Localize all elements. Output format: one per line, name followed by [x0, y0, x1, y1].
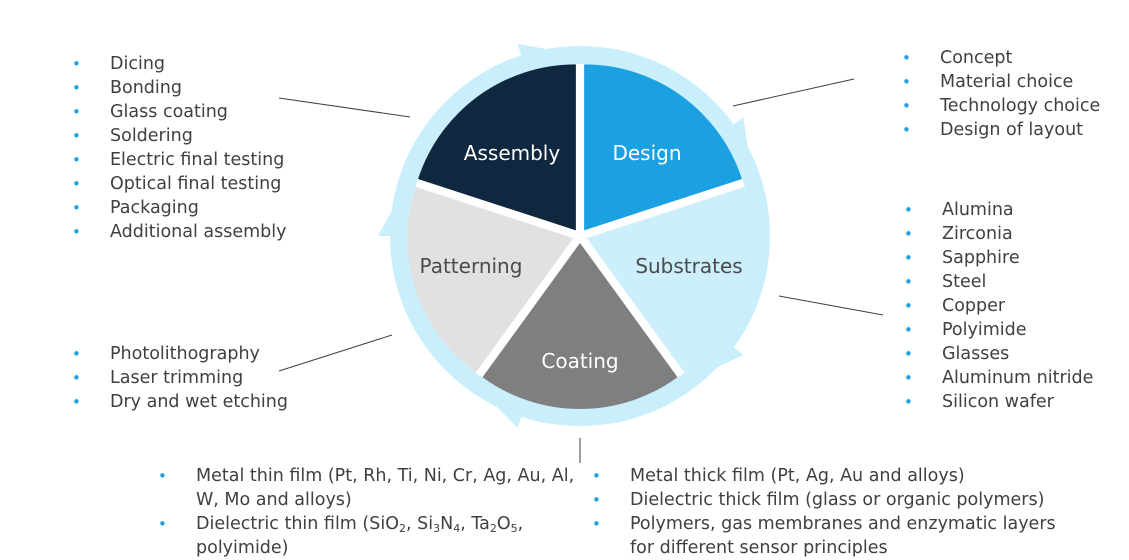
segment-assembly — [418, 64, 576, 231]
list-item: Optical final testing — [72, 172, 287, 196]
list-item: Glass coating — [72, 100, 287, 124]
connector-substrates — [778, 295, 884, 316]
cycle-arrow-head — [709, 117, 753, 181]
list-item: Glasses — [904, 342, 1093, 366]
segment-label-patterning: Patterning — [420, 254, 523, 278]
substrates-list: AluminaZirconiaSapphireSteelCopperPolyim… — [904, 198, 1093, 414]
coating-thin-film-list: Metal thin film (Pt, Rh, Ti, Ni, Cr, Ag,… — [158, 464, 586, 560]
list-item: Metal thin film (Pt, Rh, Ti, Ni, Cr, Ag,… — [158, 464, 586, 512]
list-item: Technology choice — [902, 94, 1100, 118]
list-item: Design of layout — [902, 118, 1100, 142]
segment-label-coating: Coating — [541, 349, 618, 373]
list-item: Copper — [904, 294, 1093, 318]
list-item: Metal thick film (Pt, Ag, Au and alloys) — [592, 464, 1072, 488]
list-item: Aluminum nitride — [904, 366, 1093, 390]
coating-thick-film-list: Metal thick film (Pt, Ag, Au and alloys)… — [592, 464, 1072, 560]
segment-label-substrates: Substrates — [635, 254, 742, 278]
list-item: Laser trimming — [72, 366, 288, 390]
list-item: Electric final testing — [72, 148, 287, 172]
list-item: Additional assembly — [72, 220, 287, 244]
connector-design — [732, 78, 855, 107]
list-item: Zirconia — [904, 222, 1093, 246]
design-list: ConceptMaterial choiceTechnology choiceD… — [902, 46, 1100, 142]
connector-assembly — [278, 97, 411, 118]
cycle-segments — [407, 64, 753, 410]
list-item: Dielectric thin film (SiO2, Si3N4, Ta2O5… — [158, 512, 586, 560]
segment-patterning — [407, 186, 574, 373]
patterning-list: PhotolithographyLaser trimmingDry and we… — [72, 342, 288, 414]
list-item: Material choice — [902, 70, 1100, 94]
segment-coating — [482, 243, 678, 410]
list-item: Sapphire — [904, 246, 1093, 270]
list-item: Concept — [902, 46, 1100, 70]
list-item: Dry and wet etching — [72, 390, 288, 414]
list-item: Silicon wafer — [904, 390, 1093, 414]
list-item: Packaging — [72, 196, 287, 220]
list-item: Alumina — [904, 198, 1093, 222]
list-item: Steel — [904, 270, 1093, 294]
list-item: Photolithography — [72, 342, 288, 366]
segment-label-design: Design — [612, 141, 681, 165]
cycle-arrow-head — [686, 330, 744, 383]
segment-substrates — [586, 186, 753, 373]
segment-design — [584, 64, 742, 231]
list-item: Polyimide — [904, 318, 1093, 342]
list-item: Polymers, gas membranes and enzymatic la… — [592, 512, 1072, 560]
list-item: Dielectric thick film (glass or organic … — [592, 488, 1072, 512]
list-item: Dicing — [72, 52, 287, 76]
connector-lines — [278, 78, 884, 463]
segment-labels: Assembly Design Substrates Coating Patte… — [420, 141, 743, 373]
assembly-list: DicingBondingGlass coatingSolderingElect… — [72, 52, 287, 244]
list-item: Soldering — [72, 124, 287, 148]
list-item: Bonding — [72, 76, 287, 100]
segment-label-assembly: Assembly — [464, 141, 561, 165]
connector-patterning — [278, 334, 393, 372]
